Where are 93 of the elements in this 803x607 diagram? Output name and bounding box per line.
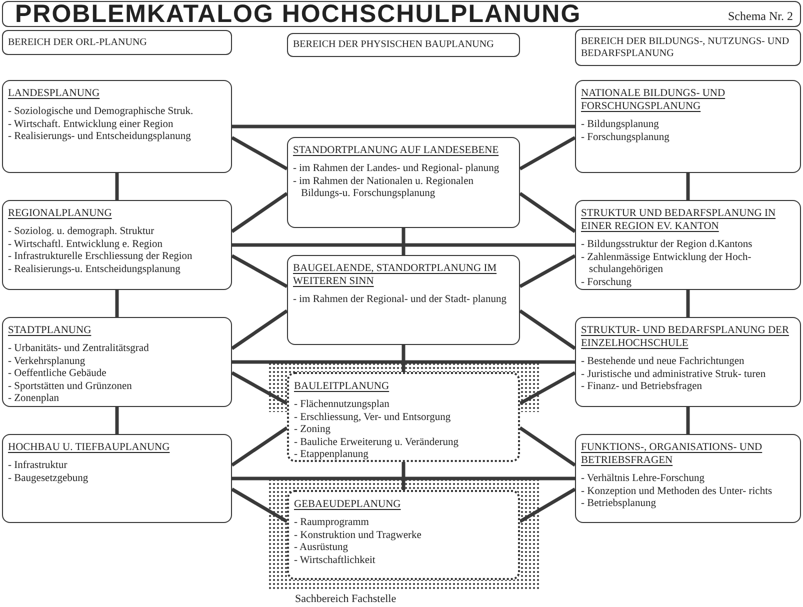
list-item: - Baugesetzgebung — [8, 472, 90, 485]
connector-line — [402, 462, 406, 490]
connector-line — [115, 173, 119, 200]
connector-line — [231, 136, 288, 170]
connector-line — [231, 488, 288, 523]
planning-box — [2, 200, 232, 290]
connector-line — [686, 290, 690, 317]
list-item: - Sportstätten und Grünzonen — [8, 380, 132, 393]
connector-line — [686, 407, 690, 434]
box-heading: REGIONALPLANUNG — [8, 207, 112, 220]
box-heading: NATIONALE BILDUNGS- UND FORSCHUNGSPLANUNG — [581, 87, 726, 113]
planning-box — [287, 137, 520, 228]
list-item: - im Rahmen der Regional- und der Stadt- planung — [293, 294, 506, 306]
list-item: - Forschungsplanung — [581, 132, 670, 144]
connector-line — [402, 345, 406, 372]
planning-box — [575, 80, 801, 173]
connector-line — [232, 243, 575, 247]
list-item: - Verhältnis Lehre-Forschung — [581, 473, 704, 486]
planning-box — [287, 490, 520, 580]
list-item: - Zahlenmässige Entwicklung der Hoch- schulangehörigen — [581, 252, 752, 276]
area-caption: Sachbereich Fachstelle — [295, 593, 396, 606]
list-item: - Erschliessung, Ver- und Entsorgung — [294, 412, 451, 424]
box-heading: GEBAEUDEPLANUNG — [294, 498, 401, 511]
list-item: - Betriebsplanung — [581, 498, 657, 510]
connector-line — [519, 254, 576, 288]
area-header: BEREICH DER ORL-PLANUNG — [2, 30, 232, 55]
box-heading: LANDESPLANUNG — [8, 87, 100, 100]
connector-line — [519, 136, 576, 170]
list-item: - Forschung — [581, 276, 632, 289]
list-item: - Bildungsstruktur der Region d.Kantons — [581, 239, 752, 252]
list-item: - Ausrüstung — [294, 542, 349, 554]
connector-line — [519, 426, 576, 467]
connector-line — [231, 371, 288, 406]
list-item: - Soziolog. u. demograph. Struktur — [8, 226, 154, 238]
list-item: - Juristische und administrative Struk- turen — [581, 368, 766, 381]
box-heading: STADTPLANUNG — [8, 324, 92, 337]
box-heading: FUNKTIONS-, ORGANISATIONS- UND BETRIEBSFRAGEN — [581, 441, 764, 467]
connector-line — [231, 192, 288, 233]
connector-line — [519, 371, 576, 406]
list-item: - Wirtschaftlichkeit — [294, 554, 376, 567]
list-item: - Raumprogramm — [294, 517, 370, 530]
list-item: - Realisierungs- und Entscheidungsplanung — [8, 131, 191, 144]
connector-line — [231, 254, 288, 288]
planning-box — [575, 317, 801, 407]
connector-line — [232, 124, 575, 128]
area-header: BEREICH DER BILDUNGS-, NUTZUNGS- UND BEDARFSPLANUNG — [575, 29, 801, 66]
box-heading: BAULEITPLANUNG — [294, 380, 390, 393]
page-title: PROBLEMKATALOG HOCHSCHULPLANUNG — [15, 2, 582, 26]
list-item: - Wirtschaft. Entwicklung einer Region — [8, 118, 174, 131]
connector-line — [519, 309, 576, 350]
list-item: - Oeffentliche Gebäude — [8, 368, 106, 380]
list-item: - Finanz- und Betriebsfragen — [581, 381, 702, 394]
planning-box — [2, 317, 232, 407]
box-heading: BAUGELAENDE, STANDORTPLANUNG IM WEITEREN SINN — [293, 262, 498, 288]
planning-box — [575, 434, 801, 523]
connector-line — [402, 228, 406, 255]
list-item: - Urbanitäts- und Zentralitätsgrad — [8, 343, 149, 356]
box-heading: STANDORTPLANUNG AUF LANDESEBENE — [293, 144, 499, 157]
planning-box — [575, 200, 801, 290]
list-item: - Zoning — [294, 424, 332, 436]
planning-box — [2, 434, 232, 523]
list-item: - Verkehrsplanung — [8, 356, 86, 368]
list-item: - Realisierungs-u. Entscheidungsplanung — [8, 264, 180, 276]
list-item: - Flächennutzungsplan — [294, 399, 390, 412]
list-item: - Etappenplanung — [294, 449, 370, 462]
connector-line — [519, 192, 576, 233]
list-item: - Wirtschaftl. Entwicklung e. Region — [8, 238, 163, 251]
connector-line — [115, 290, 119, 317]
connector-line — [519, 488, 576, 523]
connector-line — [115, 407, 119, 434]
list-item: - Infrastrukturelle Erschliessung der Region — [8, 251, 192, 264]
list-item: - Bauliche Erweiterung u. Veränderung — [294, 436, 459, 449]
connector-line — [232, 476, 575, 480]
box-heading: HOCHBAU U. TIEFBAUPLANUNG — [8, 441, 170, 454]
list-item: - Konzeption und Methoden des Unter- richts — [581, 486, 772, 498]
connector-line — [231, 426, 288, 467]
box-heading: STRUKTUR UND BEDARFSPLANUNG IN EINER REGION EV. KANTON — [581, 207, 777, 233]
area-header: BEREICH DER PHYSISCHEN BAUPLANUNG — [287, 33, 520, 57]
list-item: - im Rahmen der Nationalen u. Regionalen Bildungs-u. Forschungsplanung — [293, 176, 474, 200]
list-item: - Infrastruktur — [8, 460, 68, 472]
connector-line — [232, 360, 575, 364]
list-item: - Bildungsplanung — [581, 119, 660, 132]
list-item: - Konstruktion und Tragwerke — [294, 530, 422, 542]
box-heading: STRUKTUR- UND BEDARFSPLANUNG DER EINZELHOCHSCHULE — [581, 324, 790, 350]
planning-box — [287, 255, 520, 345]
list-item: - Zonenplan — [8, 393, 60, 406]
planning-box — [2, 80, 232, 173]
connector-line — [231, 309, 288, 350]
list-item: - Bestehende und neue Fachrichtungen — [581, 356, 744, 368]
list-item: - Soziologische und Demographische Struk. — [8, 106, 194, 118]
connector-line — [686, 173, 690, 200]
planning-box — [287, 372, 520, 462]
list-item: - im Rahmen der Landes- und Regional- planung — [293, 163, 500, 176]
